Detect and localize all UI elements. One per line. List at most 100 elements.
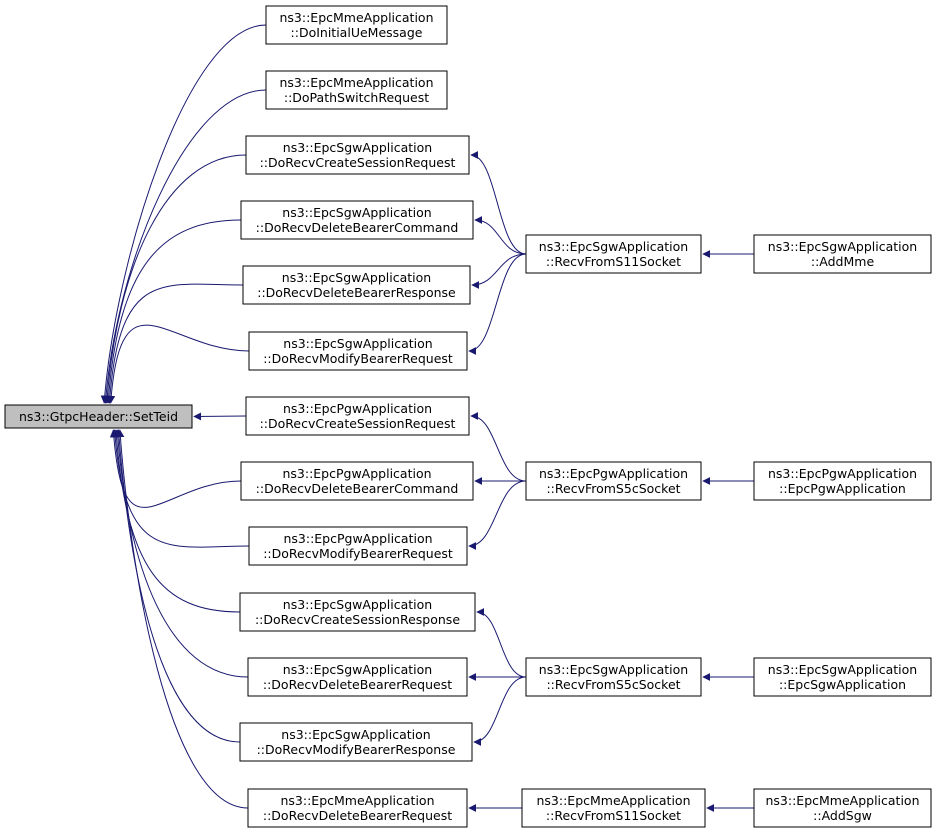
node-sgw-do-recv-delete-bearer-response[interactable]: ns3::EpcSgwApplication::DoRecvDeleteBear…: [242, 265, 471, 305]
node-label-line: ns3::EpcSgwApplication: [768, 662, 917, 677]
node-label-line: ::DoRecvDeleteBearerRequest: [263, 677, 452, 692]
node-sgw-recv-from-s5c-socket[interactable]: ns3::EpcSgwApplication::RecvFromS5cSocke…: [525, 657, 702, 697]
node-label-line: ::DoPathSwitchRequest: [284, 90, 429, 105]
node-box: [753, 461, 932, 501]
node-label-line: ::DoRecvCreateSessionResponse: [255, 612, 460, 627]
node-mme-do-path-switch-request[interactable]: ns3::EpcMmeApplication::DoPathSwitchRequ…: [265, 70, 448, 110]
node-box: [753, 788, 932, 828]
node-label-line: ::DoRecvDeleteBearerCommand: [256, 481, 459, 496]
node-box: [753, 234, 932, 274]
node-label-line: ::RecvFromS5cSocket: [546, 677, 680, 692]
node-mme-recv-from-s11-socket[interactable]: ns3::EpcMmeApplication::RecvFromS11Socke…: [521, 788, 706, 828]
edge-sgw-recv-from-s11-socket-to-sgw-do-recv-create-session-request: [470, 151, 527, 255]
node-pgw-recv-from-s5c-socket[interactable]: ns3::EpcPgwApplication::RecvFromS5cSocke…: [525, 461, 702, 501]
node-box: [248, 526, 468, 566]
edge-sgw-recv-from-s11-socket-to-sgw-do-recv-modify-bearer-request: [468, 253, 527, 355]
edge-sgw-recv-from-s11-socket-to-sgw-do-recv-delete-bearer-response: [471, 253, 527, 289]
node-box: [239, 592, 476, 632]
node-sgw-do-recv-modify-bearer-request[interactable]: ns3::EpcSgwApplication::DoRecvModifyBear…: [248, 331, 468, 371]
node-box: [245, 135, 470, 175]
node-label-line: ::DoRecvModifyBearerRequest: [263, 546, 453, 561]
node-label-line: ::EpcPgwApplication: [779, 481, 906, 496]
node-label-line: ::RecvFromS11Socket: [546, 808, 681, 823]
node-label-line: ns3::EpcMmeApplication: [280, 793, 434, 808]
node-label-line: ::EpcSgwApplication: [779, 677, 906, 692]
node-set-teid[interactable]: ns3::GtpcHeader::SetTeid: [4, 404, 193, 429]
node-box: [242, 265, 471, 305]
edge-pgw-do-recv-create-session-request-to-set-teid: [193, 412, 247, 421]
node-box: [239, 722, 473, 762]
node-label-line: ns3::EpcSgwApplication: [282, 205, 431, 220]
node-label-line: ::RecvFromS11Socket: [546, 254, 681, 269]
node-box: [525, 461, 702, 501]
node-sgw-recv-from-s11-socket[interactable]: ns3::EpcSgwApplication::RecvFromS11Socke…: [525, 234, 702, 274]
node-sgw-add-mme[interactable]: ns3::EpcSgwApplication::AddMme: [753, 234, 932, 274]
node-mme-do-initial-ue-message[interactable]: ns3::EpcMmeApplication::DoInitialUeMessa…: [265, 5, 448, 45]
edge-pgw-recv-from-s5c-socket-to-pgw-do-recv-create-session-request: [470, 412, 527, 482]
node-label-line: ns3::EpcSgwApplication: [283, 597, 432, 612]
node-sgw-do-recv-create-session-response[interactable]: ns3::EpcSgwApplication::DoRecvCreateSess…: [239, 592, 476, 632]
node-label-line: ns3::EpcPgwApplication: [768, 466, 917, 481]
node-box: [753, 657, 932, 697]
edge-pgw-recv-from-s5c-socket-to-pgw-do-recv-modify-bearer-request: [468, 480, 527, 550]
edge-mme-do-path-switch-request-to-set-teid: [102, 89, 267, 404]
node-box: [525, 657, 702, 697]
node-label-line: ::DoRecvCreateSessionRequest: [260, 155, 456, 170]
node-label-line: ::RecvFromS5cSocket: [546, 481, 680, 496]
node-label-line: ns3::EpcPgwApplication: [282, 466, 431, 481]
edge-sgw-do-recv-create-session-request-to-set-teid: [103, 154, 247, 404]
node-label-line: ns3::EpcPgwApplication: [539, 466, 688, 481]
node-box: [240, 461, 474, 501]
node-mme-do-recv-delete-bearer-request[interactable]: ns3::EpcMmeApplication::DoRecvDeleteBear…: [247, 788, 468, 828]
edge-mme-do-recv-delete-bearer-request-to-set-teid: [116, 429, 249, 809]
node-pgw-constructor[interactable]: ns3::EpcPgwApplication::EpcPgwApplicatio…: [753, 461, 932, 501]
node-label-line: ::AddMme: [811, 254, 875, 269]
edge-pgw-do-recv-modify-bearer-request-to-set-teid: [111, 429, 250, 548]
node-sgw-constructor[interactable]: ns3::EpcSgwApplication::EpcSgwApplicatio…: [753, 657, 932, 697]
node-label-line: ns3::EpcMmeApplication: [279, 75, 433, 90]
node-pgw-do-recv-delete-bearer-command[interactable]: ns3::EpcPgwApplication::DoRecvDeleteBear…: [240, 461, 474, 501]
node-mme-add-sgw[interactable]: ns3::EpcMmeApplication::AddSgw: [753, 788, 932, 828]
node-box: [4, 404, 193, 429]
node-label-line: ns3::EpcSgwApplication: [283, 140, 432, 155]
node-label-line: ns3::EpcSgwApplication: [768, 239, 917, 254]
edge-sgw-do-recv-delete-bearer-request-to-set-teid: [113, 429, 249, 678]
node-box: [265, 70, 448, 110]
node-label-line: ::DoRecvCreateSessionRequest: [260, 416, 456, 431]
node-pgw-do-recv-create-session-request[interactable]: ns3::EpcPgwApplication::DoRecvCreateSess…: [245, 396, 470, 436]
node-sgw-do-recv-delete-bearer-request[interactable]: ns3::EpcSgwApplication::DoRecvDeleteBear…: [247, 657, 468, 697]
node-label-line: ::DoInitialUeMessage: [291, 25, 423, 40]
edge-sgw-do-recv-delete-bearer-command-to-set-teid: [104, 219, 242, 404]
edge-pgw-do-recv-delete-bearer-command-to-set-teid: [109, 429, 242, 508]
node-label-line: ns3::EpcSgwApplication: [281, 727, 430, 742]
node-label-line: ::DoRecvDeleteBearerResponse: [257, 285, 456, 300]
node-sgw-do-recv-modify-bearer-response[interactable]: ns3::EpcSgwApplication::DoRecvModifyBear…: [239, 722, 473, 762]
node-box: [240, 200, 474, 240]
edge-sgw-do-recv-modify-bearer-request-to-set-teid: [107, 324, 250, 404]
node-label-line: ::DoRecvModifyBearerResponse: [257, 742, 456, 757]
node-pgw-do-recv-modify-bearer-request[interactable]: ns3::EpcPgwApplication::DoRecvModifyBear…: [248, 526, 468, 566]
node-label-line: ns3::EpcPgwApplication: [283, 401, 432, 416]
node-box: [247, 657, 468, 697]
node-sgw-do-recv-delete-bearer-command[interactable]: ns3::EpcSgwApplication::DoRecvDeleteBear…: [240, 200, 474, 240]
node-label-line: ns3::EpcSgwApplication: [539, 662, 688, 677]
node-label-line: ns3::EpcSgwApplication: [539, 239, 688, 254]
edge-mme-do-initial-ue-message-to-set-teid: [100, 24, 267, 404]
node-label-line: ::DoRecvDeleteBearerRequest: [263, 808, 452, 823]
node-label-line: ns3::EpcMmeApplication: [765, 793, 919, 808]
edge-sgw-recv-from-s11-socket-to-sgw-do-recv-delete-bearer-command: [474, 216, 527, 255]
node-label-line: ::AddSgw: [813, 808, 872, 823]
node-box: [521, 788, 706, 828]
edge-sgw-recv-from-s5c-socket-to-sgw-do-recv-modify-bearer-response: [473, 676, 527, 746]
node-box: [525, 234, 702, 274]
node-box: [245, 396, 470, 436]
node-label-line: ns3::EpcMmeApplication: [279, 10, 433, 25]
node-label-line: ns3::EpcMmeApplication: [536, 793, 690, 808]
node-label-line: ns3::GtpcHeader::SetTeid: [19, 409, 178, 424]
node-sgw-do-recv-create-session-request[interactable]: ns3::EpcSgwApplication::DoRecvCreateSess…: [245, 135, 470, 175]
node-box: [247, 788, 468, 828]
edge-sgw-do-recv-create-session-response-to-set-teid: [112, 429, 241, 613]
node-label-line: ::DoRecvModifyBearerRequest: [263, 351, 453, 366]
edge-sgw-recv-from-s5c-socket-to-sgw-do-recv-create-session-response: [476, 608, 527, 678]
